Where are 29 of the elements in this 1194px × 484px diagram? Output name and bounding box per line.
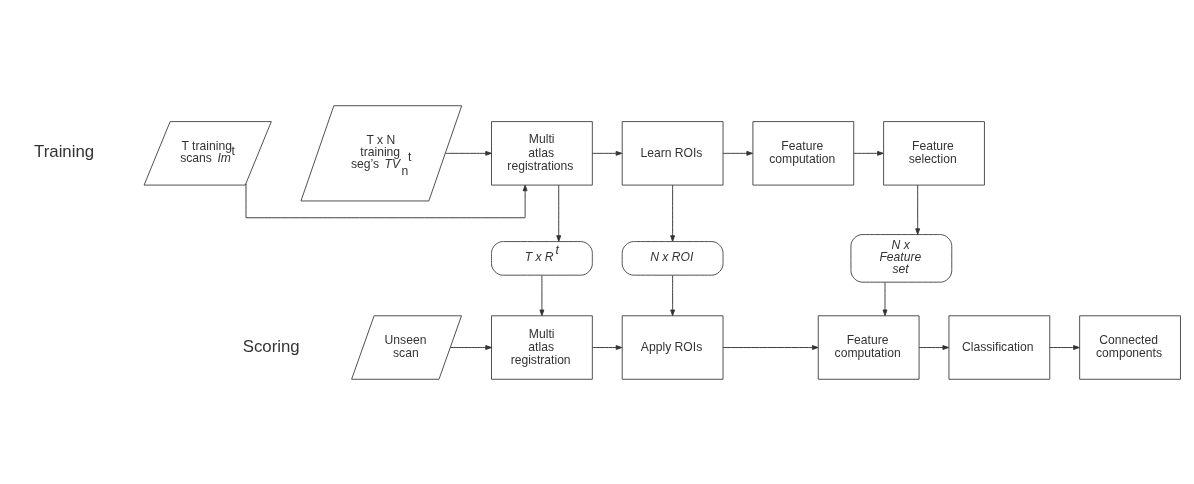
node-box: Connected components [1079, 314, 1181, 380]
arrow [670, 184, 676, 242]
arrow [915, 184, 921, 235]
arrow [670, 274, 676, 316]
node-box: Learn ROIs [621, 120, 724, 186]
label: Scoring [242, 336, 300, 356]
arrow [853, 150, 884, 156]
label: Training [34, 141, 95, 161]
arrow [450, 344, 492, 350]
arrow [918, 344, 949, 350]
node-box: Feature computation [817, 314, 920, 380]
node-box: N x Feature set [850, 233, 953, 283]
arrow [539, 274, 545, 316]
node-box: Feature computation [752, 120, 855, 186]
node-box: Classification [948, 314, 1051, 380]
node-box: N x ROI [621, 240, 724, 276]
arrow [245, 182, 528, 218]
arrow [722, 344, 819, 350]
arrow [445, 150, 492, 156]
arrow [1049, 344, 1080, 350]
arrow [592, 344, 623, 350]
node-box: Feature selection [883, 120, 985, 186]
arrow [592, 150, 623, 156]
node-box: Apply ROIs [621, 314, 724, 380]
node-box: Multi atlas registration [491, 314, 593, 380]
arrow [722, 150, 753, 156]
arrow [556, 184, 562, 242]
node-box: Multi atlas registrations [491, 120, 593, 186]
arrow [882, 281, 888, 316]
